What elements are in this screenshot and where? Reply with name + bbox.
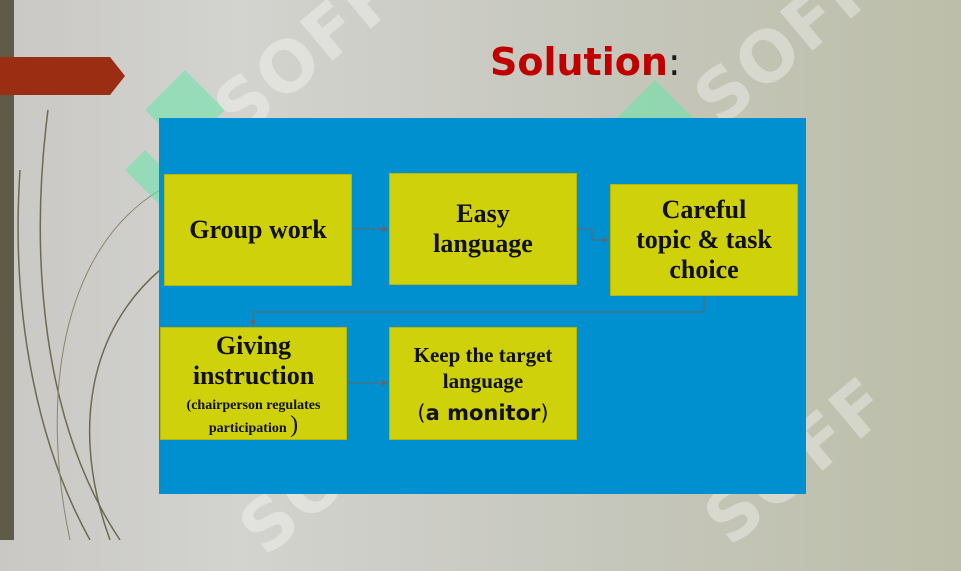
- box-careful-choice: Careful topic & task choice: [610, 184, 798, 296]
- box-giving-instruction-line1: Giving: [215, 330, 292, 360]
- connector-arrow: [250, 296, 705, 326]
- box-monitor-line: (a monitor): [417, 400, 548, 426]
- box-giving-instruction: Giving instruction (chairperson regulate…: [160, 327, 347, 440]
- box-keep-target-line2: language: [442, 368, 524, 393]
- box-giving-instruction-note2: participation: [208, 420, 287, 436]
- box-giving-instruction-note2-wrap: participation ): [208, 413, 298, 437]
- box-easy-language-line1: Easy: [456, 199, 510, 228]
- box-giving-instruction-line2: instruction: [192, 360, 315, 390]
- box-careful-choice-line1: Careful: [661, 195, 747, 224]
- box-careful-choice-line3: choice: [669, 255, 739, 284]
- box-careful-choice-line2: topic & task: [636, 225, 772, 254]
- accent-arrow-tab: [0, 57, 125, 95]
- slide-title: Solution:: [490, 40, 681, 84]
- decorative-curves: [17, 109, 161, 540]
- box-easy-language: Easy language: [389, 173, 577, 285]
- connector-arrow: [577, 228, 609, 243]
- slide-title-colon: :: [667, 40, 681, 84]
- flow-connectors: [250, 226, 705, 386]
- box-keep-target-line1: Keep the target: [413, 342, 553, 367]
- box-monitor-close: ): [540, 400, 549, 425]
- box-group-work-label: Group work: [189, 215, 327, 244]
- box-monitor-open: (: [417, 400, 426, 425]
- box-monitor-text: a monitor: [425, 400, 541, 425]
- box-giving-instruction-note1: (chairperson regulates: [186, 397, 321, 413]
- box-giving-instruction-paren: ): [290, 411, 299, 438]
- box-group-work: Group work: [164, 174, 352, 286]
- left-decorative-band: [0, 0, 14, 540]
- slide-title-text: Solution: [490, 40, 668, 84]
- box-easy-language-line2: language: [433, 229, 533, 258]
- box-keep-target: Keep the target language (a monitor): [389, 327, 577, 440]
